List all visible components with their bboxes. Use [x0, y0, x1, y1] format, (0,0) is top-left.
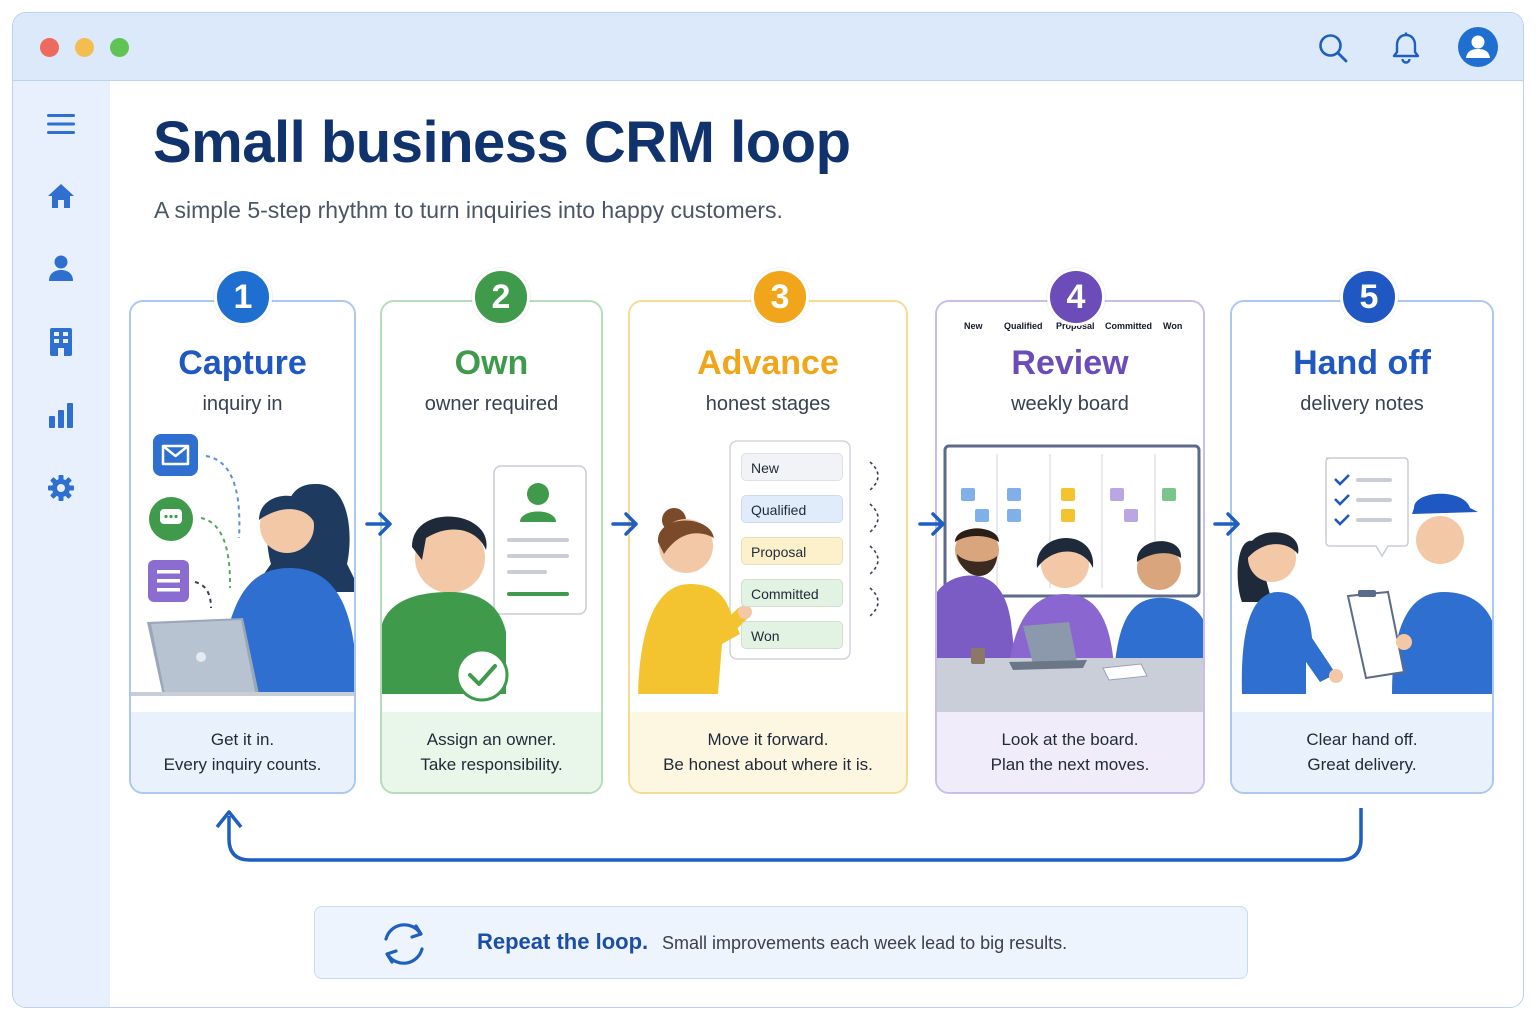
- page-title: Small business CRM loop: [153, 110, 851, 175]
- footer-line-1: Look at the board.: [1001, 730, 1139, 749]
- user-avatar-icon[interactable]: [1457, 26, 1499, 68]
- step-subtitle: owner required: [424, 393, 559, 415]
- stage-pill-proposal: Proposal: [741, 537, 843, 565]
- board-column-committed: Committed: [1105, 321, 1152, 331]
- footer-line-2: Every inquiry counts.: [163, 755, 322, 774]
- building-icon[interactable]: [41, 322, 81, 362]
- app-window: Small business CRM loop A simple 5-step …: [12, 12, 1524, 1008]
- arrow-right-icon: [365, 512, 392, 536]
- step-title: Own: [454, 344, 529, 382]
- board-column-proposal: Proposal: [1056, 321, 1095, 331]
- footer-line-2: Great delivery.: [1307, 755, 1417, 774]
- stage-pill-committed: Committed: [741, 579, 843, 607]
- check-icon: [455, 648, 509, 702]
- own-illustration: Own owner required: [382, 302, 601, 714]
- step-number-badge: 1: [214, 268, 272, 326]
- step-card-advance: Advance honest stages New Qualified Prop…: [628, 300, 908, 794]
- search-icon[interactable]: [1312, 27, 1354, 69]
- step-footer: Look at the board. Plan the next moves.: [937, 712, 1203, 792]
- stage-pill-new: New: [741, 453, 843, 481]
- step-footer: Clear hand off. Great delivery.: [1232, 712, 1492, 792]
- board-card: [1061, 509, 1075, 522]
- board-column-qualified: Qualified: [1004, 321, 1043, 331]
- hand-off-illustration: Hand off delivery notes: [1232, 302, 1492, 714]
- banner-text: Small improvements each week lead to big…: [662, 933, 1068, 953]
- step-footer: Move it forward. Be honest about where i…: [630, 712, 906, 792]
- repeat-loop-banner: Repeat the loop. Small improvements each…: [314, 906, 1248, 979]
- board-card: [1124, 509, 1138, 522]
- capture-illustration: Capture inquiry in: [131, 302, 354, 714]
- refresh-cycle-icon: [384, 923, 424, 965]
- sidebar: [13, 81, 110, 1007]
- step-subtitle: inquiry in: [202, 393, 283, 415]
- step-title: Advance: [697, 344, 839, 382]
- bar-chart-icon[interactable]: [41, 395, 81, 435]
- review-illustration: Review weekly board: [937, 302, 1203, 714]
- board-card: [1061, 488, 1075, 501]
- menu-icon[interactable]: [41, 104, 81, 144]
- board-card: [1162, 488, 1176, 501]
- step-title: Review: [1011, 344, 1129, 382]
- board-column-won: Won: [1163, 321, 1183, 331]
- step-number-badge: 5: [1340, 268, 1398, 326]
- stage-pill-won: Won: [741, 621, 843, 649]
- arrow-right-icon: [918, 512, 945, 536]
- arrow-right-icon: [611, 512, 638, 536]
- main-content: Small business CRM loop A simple 5-step …: [110, 81, 1523, 1007]
- arrow-right-icon: [1213, 512, 1240, 536]
- step-subtitle: delivery notes: [1300, 393, 1424, 415]
- bell-icon[interactable]: [1385, 27, 1427, 69]
- footer-line-2: Plan the next moves.: [990, 755, 1150, 774]
- step-card-review: Review weekly board: [935, 300, 1205, 794]
- board-card: [1007, 488, 1021, 501]
- board-card: [961, 488, 975, 501]
- footer-line-1: Move it forward.: [707, 730, 829, 749]
- step-footer: Assign an owner. Take responsibility.: [382, 712, 601, 792]
- advance-illustration: Advance honest stages New Qualified Prop…: [630, 302, 906, 714]
- step-number-badge: 2: [472, 268, 530, 326]
- board-column-new: New: [964, 321, 983, 331]
- page-subtitle: A simple 5-step rhythm to turn inquiries…: [154, 197, 783, 223]
- step-number-badge: 3: [751, 268, 809, 326]
- step-footer: Get it in. Every inquiry counts.: [131, 712, 354, 792]
- stage-pill-qualified: Qualified: [741, 495, 843, 523]
- step-card-capture: Capture inquiry in: [129, 300, 356, 794]
- step-number-badge: 4: [1047, 268, 1105, 326]
- step-title: Hand off: [1293, 344, 1431, 382]
- step-subtitle: honest stages: [705, 393, 831, 415]
- board-card: [1110, 488, 1124, 501]
- step-card-own: Own owner required A: [380, 300, 603, 794]
- footer-line-2: Be honest about where it is.: [663, 755, 873, 774]
- home-icon[interactable]: [41, 176, 81, 216]
- window-maximize-button[interactable]: [110, 38, 129, 57]
- settings-gear-icon[interactable]: [41, 468, 81, 508]
- delivery-notes-bubble: [1325, 457, 1409, 558]
- footer-line-1: Clear hand off.: [1306, 730, 1418, 749]
- banner-heading: Repeat the loop.: [477, 929, 649, 954]
- footer-line-1: Assign an owner.: [426, 730, 557, 749]
- step-card-hand-off: Hand off delivery notes: [1230, 300, 1494, 794]
- step-title: Capture: [178, 344, 307, 382]
- board-card: [975, 509, 989, 522]
- person-icon[interactable]: [41, 248, 81, 288]
- loop-return-arrow: [215, 808, 1363, 862]
- step-subtitle: weekly board: [1011, 393, 1129, 415]
- window-minimize-button[interactable]: [75, 38, 94, 57]
- footer-line-1: Get it in.: [210, 730, 275, 749]
- footer-line-2: Take responsibility.: [420, 755, 563, 774]
- window-close-button[interactable]: [40, 38, 59, 57]
- title-bar: [13, 13, 1523, 81]
- board-card: [1007, 509, 1021, 522]
